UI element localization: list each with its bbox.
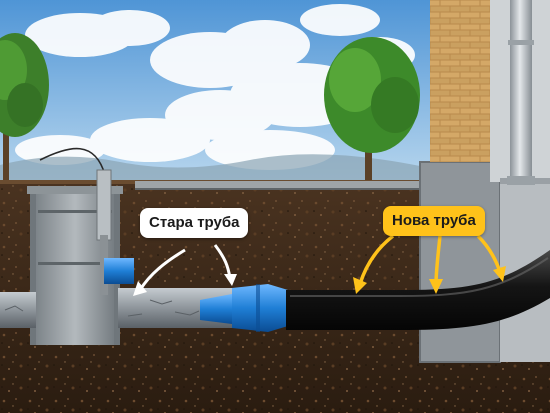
house-drain-pipe (510, 0, 532, 185)
bursting-head (200, 284, 288, 332)
new-pipe-label: Нова труба (383, 206, 485, 236)
winch-rod (96, 169, 112, 241)
winch-cable (39, 147, 106, 176)
tree-right (324, 37, 420, 185)
paving-slab (135, 181, 420, 189)
new-pipe-arrows (353, 234, 506, 294)
house-foundation (420, 162, 500, 362)
brick-wall (430, 0, 490, 162)
new-pipe-arrow-head (429, 279, 443, 294)
old-pipe-arrow-head (133, 281, 147, 296)
old-pipe-arrows (133, 244, 237, 296)
old-pipe-arrow (138, 248, 186, 291)
tree-left (0, 33, 49, 180)
new-pipe (286, 250, 550, 330)
new-pipe-arrow-head (353, 277, 367, 294)
new-pipe-arrow-head (493, 266, 506, 282)
winch-clamp (104, 258, 134, 284)
new-pipe-arrow (358, 234, 395, 285)
old-pipe-label: Стара труба (140, 208, 249, 238)
old-pipe-arrow-head (224, 274, 237, 286)
